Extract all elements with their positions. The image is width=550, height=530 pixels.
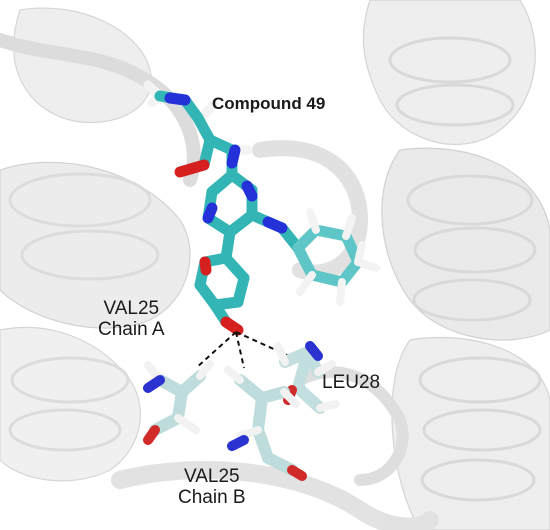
- ribbon-helix-left-low: [0, 326, 141, 482]
- ribbon-coils-right: [388, 36, 542, 502]
- ribbon-coils-left: [8, 172, 160, 452]
- residue-label-leu28: LEU28: [322, 372, 380, 393]
- ribbon-helix-left: [0, 161, 191, 329]
- ligand-compound-49: [143, 80, 380, 336]
- residue-val25-chain-b: [224, 366, 307, 481]
- ribbon-loop-mid: [294, 366, 409, 486]
- residue-name: VAL25: [103, 298, 160, 319]
- compound-label: Compound 49: [212, 94, 326, 113]
- ribbon-helix-right-mid: [381, 147, 550, 341]
- residue-label-val25-chain-b: VAL25 Chain B: [178, 466, 246, 509]
- residue-leu28: [274, 341, 340, 414]
- residue-name: LEU28: [322, 372, 381, 393]
- residue-name: VAL25: [183, 466, 240, 487]
- ribbon-loop-center: [252, 140, 369, 281]
- residue-chain: Chain B: [178, 487, 246, 509]
- ribbon-helix-right-low: [391, 336, 550, 530]
- residue-chain: Chain A: [98, 319, 165, 341]
- residue-label-val25-chain-a: VAL25 Chain A: [98, 298, 165, 341]
- ribbon-helix-top-left: [13, 7, 152, 124]
- ribbon-loop-bottom: [111, 461, 439, 530]
- residue-val25-chain-a: [143, 360, 214, 445]
- ribbon-helix-right-top: [362, 0, 536, 145]
